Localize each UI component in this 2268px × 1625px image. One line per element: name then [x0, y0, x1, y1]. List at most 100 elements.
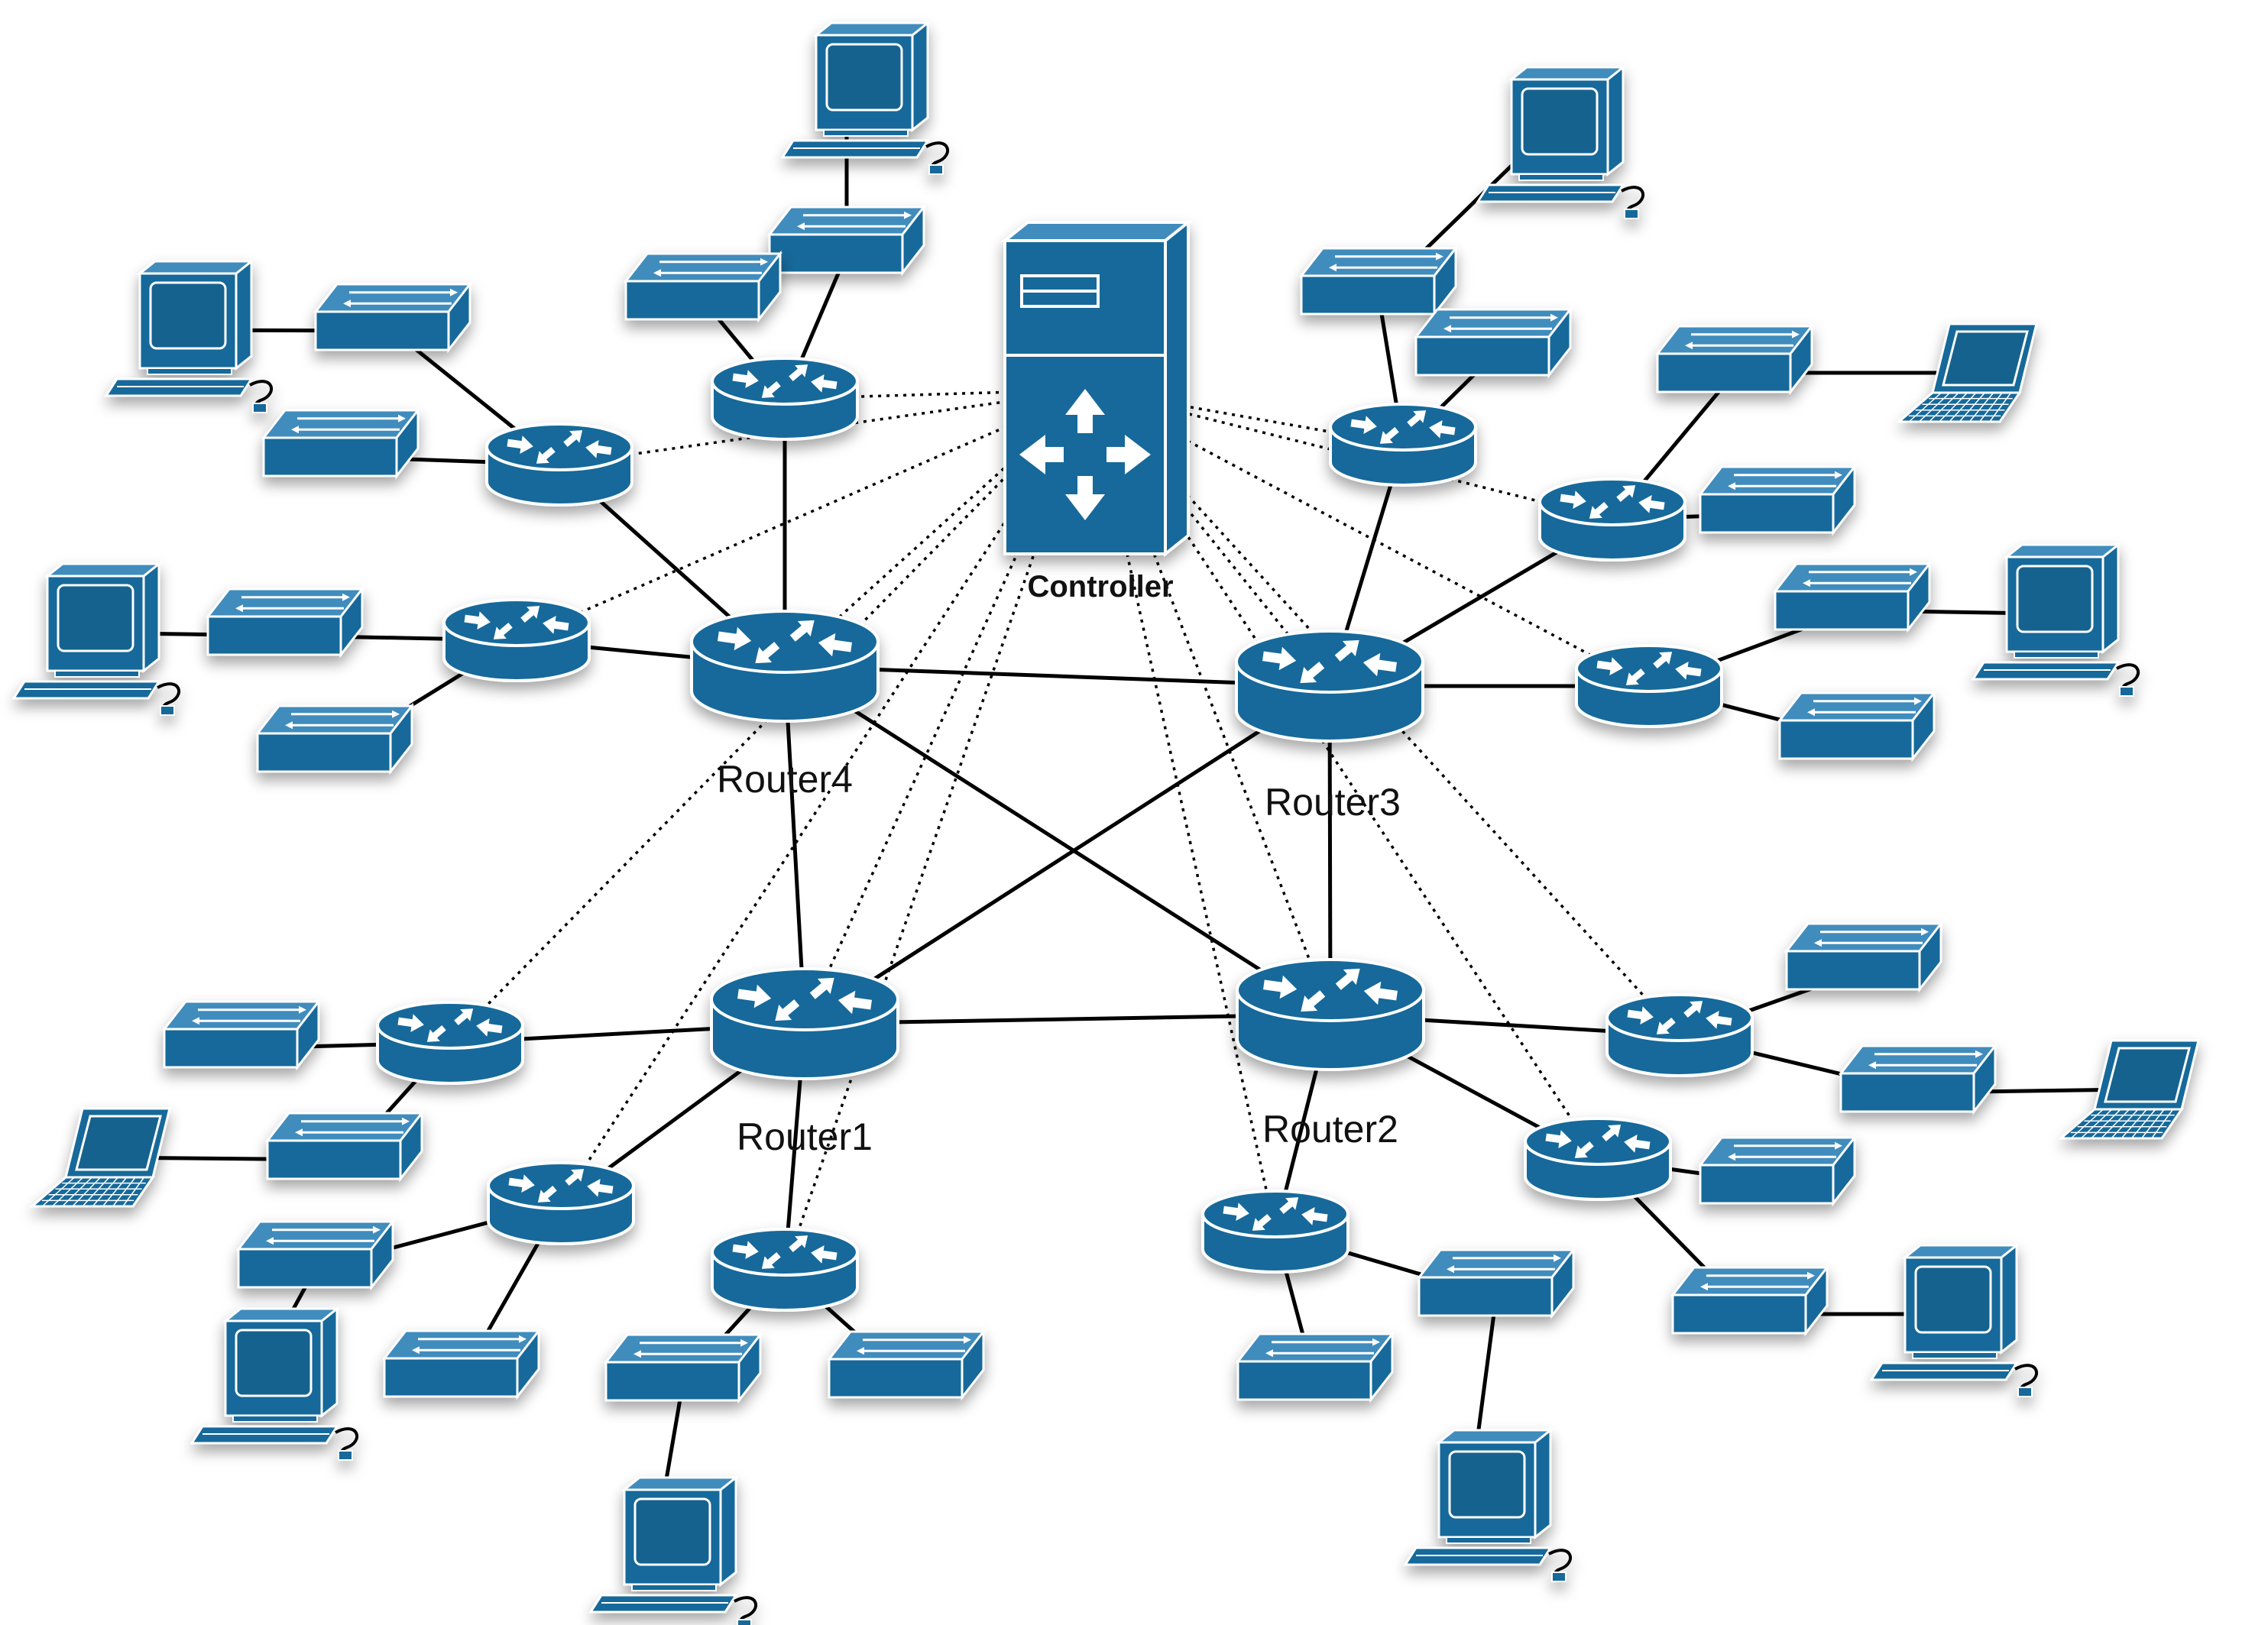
switch-icon [235, 1218, 396, 1291]
switch[interactable] [1697, 463, 1858, 536]
switch[interactable] [1838, 1042, 1998, 1115]
router-3[interactable] [1235, 630, 1424, 743]
router-4[interactable] [690, 610, 880, 723]
laptop[interactable] [1895, 322, 2038, 423]
switch-icon [1416, 1246, 1576, 1319]
switch-icon [1654, 322, 1815, 396]
laptop[interactable] [28, 1107, 171, 1208]
router-icon [1235, 630, 1424, 743]
network-link [803, 684, 1331, 1026]
switch-icon [1413, 306, 1573, 379]
router2-label: Router2 [1262, 1108, 1398, 1151]
switch[interactable] [161, 998, 322, 1071]
desktop-computer[interactable] [780, 20, 950, 175]
edge-router[interactable] [711, 1228, 859, 1312]
desktop-computer-icon [1403, 1427, 1573, 1582]
switch[interactable] [1772, 560, 1933, 633]
laptop-icon [1895, 322, 2038, 423]
switch[interactable] [1697, 1134, 1858, 1207]
switch[interactable] [1777, 689, 1937, 762]
switch[interactable] [1670, 1264, 1830, 1337]
switch-icon [1838, 1042, 1998, 1115]
laptop-icon [2057, 1039, 2200, 1140]
switch[interactable] [205, 585, 365, 659]
desktop-computer-icon [588, 1474, 758, 1625]
switch[interactable] [1235, 1330, 1395, 1403]
desktop-computer[interactable] [11, 561, 181, 716]
switch[interactable] [1654, 322, 1815, 396]
switch[interactable] [1413, 306, 1573, 379]
switch-icon [1697, 1134, 1858, 1207]
edge-router[interactable] [711, 357, 859, 441]
switch-icon [826, 1328, 987, 1401]
desktop-computer-icon [1476, 64, 1645, 219]
edge-router[interactable] [442, 598, 591, 682]
edge-router[interactable] [1329, 403, 1477, 487]
switch[interactable] [1298, 244, 1459, 318]
switch-icon [1784, 920, 1944, 993]
switch-icon [1777, 689, 1937, 762]
edge-router[interactable] [376, 1001, 524, 1085]
desktop-computer[interactable] [1403, 1427, 1573, 1582]
switch[interactable] [603, 1331, 763, 1404]
switch[interactable] [264, 1109, 425, 1183]
router-icon [711, 357, 859, 441]
switch-icon [1772, 560, 1933, 633]
switch-icon [205, 585, 365, 659]
router-icon [1524, 1117, 1672, 1201]
router-icon [1605, 993, 1754, 1077]
router-icon [1538, 477, 1686, 562]
controller[interactable] [1000, 219, 1193, 558]
switch[interactable] [254, 702, 415, 775]
switch[interactable] [1784, 920, 1944, 993]
switch[interactable] [766, 203, 927, 277]
desktop-computer[interactable] [1869, 1242, 2039, 1397]
network-link [782, 665, 807, 1025]
desktop-computer-icon [780, 20, 950, 175]
switch-icon [313, 280, 473, 354]
switch[interactable] [826, 1328, 987, 1401]
router-2[interactable] [1236, 958, 1425, 1071]
switch-icon [1697, 463, 1858, 536]
desktop-computer-icon [1869, 1242, 2039, 1397]
router-icon [1236, 958, 1425, 1071]
edge-router[interactable] [487, 1161, 635, 1245]
laptop-icon [28, 1107, 171, 1208]
switch[interactable] [1416, 1246, 1576, 1319]
desktop-computer[interactable] [1971, 542, 2140, 697]
switch[interactable] [261, 406, 421, 480]
desktop-computer[interactable] [104, 258, 274, 413]
switch[interactable] [381, 1327, 542, 1400]
switch-icon [161, 998, 322, 1071]
router-1[interactable] [710, 967, 899, 1080]
control-link [449, 388, 1093, 1044]
switch-icon [254, 702, 415, 775]
edge-router[interactable] [1575, 644, 1723, 728]
edge-router[interactable] [1538, 477, 1686, 562]
desktop-computer[interactable] [190, 1306, 359, 1461]
desktop-computer[interactable] [1476, 64, 1645, 219]
switch[interactable] [235, 1218, 396, 1291]
edge-router[interactable] [1201, 1190, 1349, 1274]
server-icon [1000, 219, 1193, 558]
control-link [559, 389, 1093, 1204]
laptop[interactable] [2057, 1039, 2200, 1140]
desktop-computer-icon [11, 561, 181, 716]
control-link [516, 388, 1092, 642]
switch[interactable] [313, 280, 473, 354]
switch-icon [264, 1109, 425, 1183]
edge-router[interactable] [485, 422, 633, 507]
switch-icon [381, 1327, 542, 1400]
desktop-computer-icon [1971, 542, 2140, 697]
switch-icon [1670, 1264, 1830, 1337]
switch[interactable] [623, 250, 783, 323]
desktop-computer[interactable] [588, 1474, 758, 1625]
router-icon [1329, 403, 1477, 487]
network-link [783, 664, 1332, 1017]
desktop-computer-icon [104, 258, 274, 413]
edge-router[interactable] [1524, 1117, 1672, 1201]
router-icon [711, 1228, 859, 1312]
edge-router[interactable] [1605, 993, 1754, 1077]
router-icon [485, 422, 633, 507]
